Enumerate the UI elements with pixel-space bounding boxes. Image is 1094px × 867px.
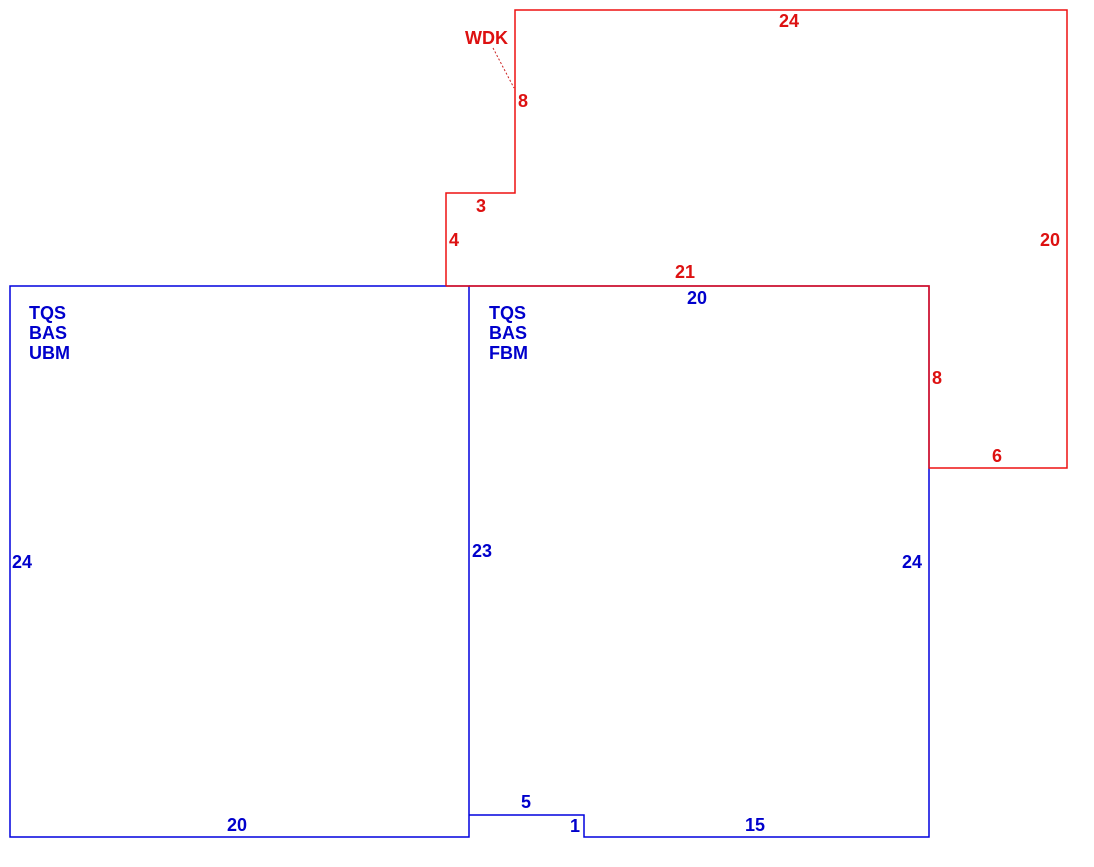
left-section-code-1: TQS bbox=[29, 303, 66, 323]
deck-code: WDK bbox=[465, 28, 508, 48]
left-section-dim-left: 24 bbox=[12, 552, 32, 572]
deck-dim-lower-right-bottom: 6 bbox=[992, 446, 1002, 466]
right-section-dim-bottom: 15 bbox=[745, 815, 765, 835]
right-section-dim-top: 20 bbox=[687, 288, 707, 308]
right-section-outline bbox=[469, 285, 930, 838]
right-section-code-3: FBM bbox=[489, 343, 528, 363]
right-section-code-1: TQS bbox=[489, 303, 526, 323]
deck-dim-bottom: 21 bbox=[675, 262, 695, 282]
deck-dim-step-top: 3 bbox=[476, 196, 486, 216]
deck-outline bbox=[445, 9, 1068, 469]
left-section-outline bbox=[9, 285, 470, 838]
deck-dim-top: 24 bbox=[779, 11, 799, 31]
right-section-code-2: BAS bbox=[489, 323, 527, 343]
deck-label-leader bbox=[492, 47, 515, 89]
right-section-dim-notch-side: 1 bbox=[570, 816, 580, 836]
right-section-dim-right: 24 bbox=[902, 552, 922, 572]
deck-dim-lower-right-side: 8 bbox=[932, 368, 942, 388]
right-section-dim-left: 23 bbox=[472, 541, 492, 561]
deck-dim-right: 20 bbox=[1040, 230, 1060, 250]
deck-dim-left-upper: 8 bbox=[518, 91, 528, 111]
left-section-code-2: BAS bbox=[29, 323, 67, 343]
right-section-dim-notch-top: 5 bbox=[521, 792, 531, 812]
left-section-code-3: UBM bbox=[29, 343, 70, 363]
left-section-dim-bottom: 20 bbox=[227, 815, 247, 835]
deck-dim-left-lower: 4 bbox=[449, 230, 459, 250]
